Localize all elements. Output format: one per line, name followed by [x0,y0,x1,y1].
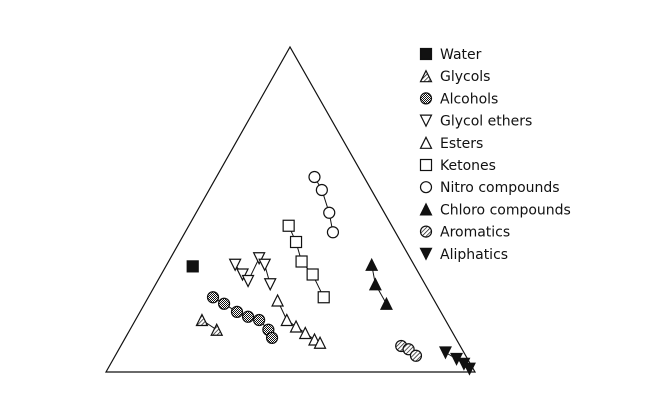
legend-label-nitro-compounds: Nitro compounds [440,180,560,196]
data-point-ketones-4 [317,291,330,304]
data-point-nitro-compounds-0 [308,170,321,184]
data-point-nitro-compounds-3 [326,226,340,239]
series-water [186,260,199,273]
data-point-esters-3 [298,326,312,340]
legend-item-esters: Esters [419,135,483,152]
data-point-alcohols-4 [253,313,266,327]
data-point-chloro-compounds-2 [379,296,393,310]
data-point-alcohols-0 [206,291,220,304]
data-point-ketones-2 [295,255,308,268]
data-point-ketones-0 [282,219,295,232]
legend-item-glycol-ethers: Glycol ethers [419,114,532,130]
legend-label-ketones: Ketones [440,158,496,174]
data-point-glycols-0 [195,313,209,327]
legend-marker-aromatics [419,225,433,238]
series-aromatics [395,339,423,362]
legend-marker-esters [419,135,433,149]
series-ketones [282,219,330,304]
data-point-glycol-ethers-0 [228,258,242,272]
data-point-nitro-compounds-2 [323,206,336,219]
legend-label-glycols: Glycols [440,69,490,85]
legend-item-alcohols: Alcohols [419,91,498,107]
legend-label-aromatics: Aromatics [440,225,510,241]
legend-marker-ketones [419,158,433,172]
series-glycols [195,313,224,336]
data-point-esters-1 [280,313,294,327]
data-point-water-0 [186,260,199,273]
legend-label-alcohols: Alcohols [440,91,498,107]
data-point-aromatics-2 [409,349,423,362]
series-nitro-compounds [308,170,340,239]
legend-item-ketones: Ketones [419,158,496,174]
data-series-layer [186,170,476,376]
data-point-alcohols-2 [230,305,244,318]
legend-item-glycols: Glycols [419,69,490,85]
series-esters [271,293,327,349]
legend-item-aliphatics: Aliphatics [419,247,508,263]
legend-marker-aliphatics [419,247,433,261]
data-point-alcohols-1 [217,297,231,310]
legend-marker-alcohols [419,92,433,105]
data-point-aliphatics-0 [439,346,452,360]
legend-label-esters: Esters [440,136,483,152]
data-point-chloro-compounds-0 [365,257,379,271]
data-point-glycol-ethers-4 [258,258,272,272]
legend-label-aliphatics: Aliphatics [440,247,508,263]
data-point-glycol-ethers-1 [236,268,250,282]
legend-item-chloro-compounds: Chloro compounds [419,202,571,218]
series-chloro-compounds [365,257,393,310]
data-point-esters-0 [271,293,285,307]
legend-marker-glycols [419,69,433,83]
series-glycol-ethers [228,252,277,292]
ternary-triangle-frame [104,45,477,373]
data-point-aliphatics-3 [462,362,476,376]
data-point-glycols-1 [210,322,224,336]
legend-label-water: Water [440,47,482,63]
data-point-esters-2 [289,319,303,333]
data-point-alcohols-6 [265,331,279,344]
legend-marker-water [419,47,433,61]
data-point-chloro-compounds-1 [368,277,382,291]
legend-item-nitro-compounds: Nitro compounds [419,180,560,196]
series-line-nitro-compounds [314,176,334,233]
data-point-esters-5 [313,335,327,349]
data-point-glycol-ethers-2 [241,274,255,288]
data-point-alcohols-3 [241,310,255,323]
data-point-nitro-compounds-1 [315,183,328,197]
series-alcohols [206,291,279,344]
legend-label-glycol-ethers: Glycol ethers [440,114,532,130]
series-aliphatics [439,346,476,376]
legend-marker-nitro-compounds [419,181,433,194]
data-point-ketones-3 [306,268,319,281]
legend-label-chloro-compounds: Chloro compounds [440,202,571,218]
data-point-glycol-ethers-3 [252,252,266,266]
data-point-glycol-ethers-5 [263,278,277,292]
data-point-ketones-1 [289,235,303,249]
legend-item-aromatics: Aromatics [419,225,510,241]
legend-marker-glycol-ethers [419,114,433,128]
legend-marker-chloro-compounds [419,202,433,216]
legend-item-water: Water [419,47,482,63]
